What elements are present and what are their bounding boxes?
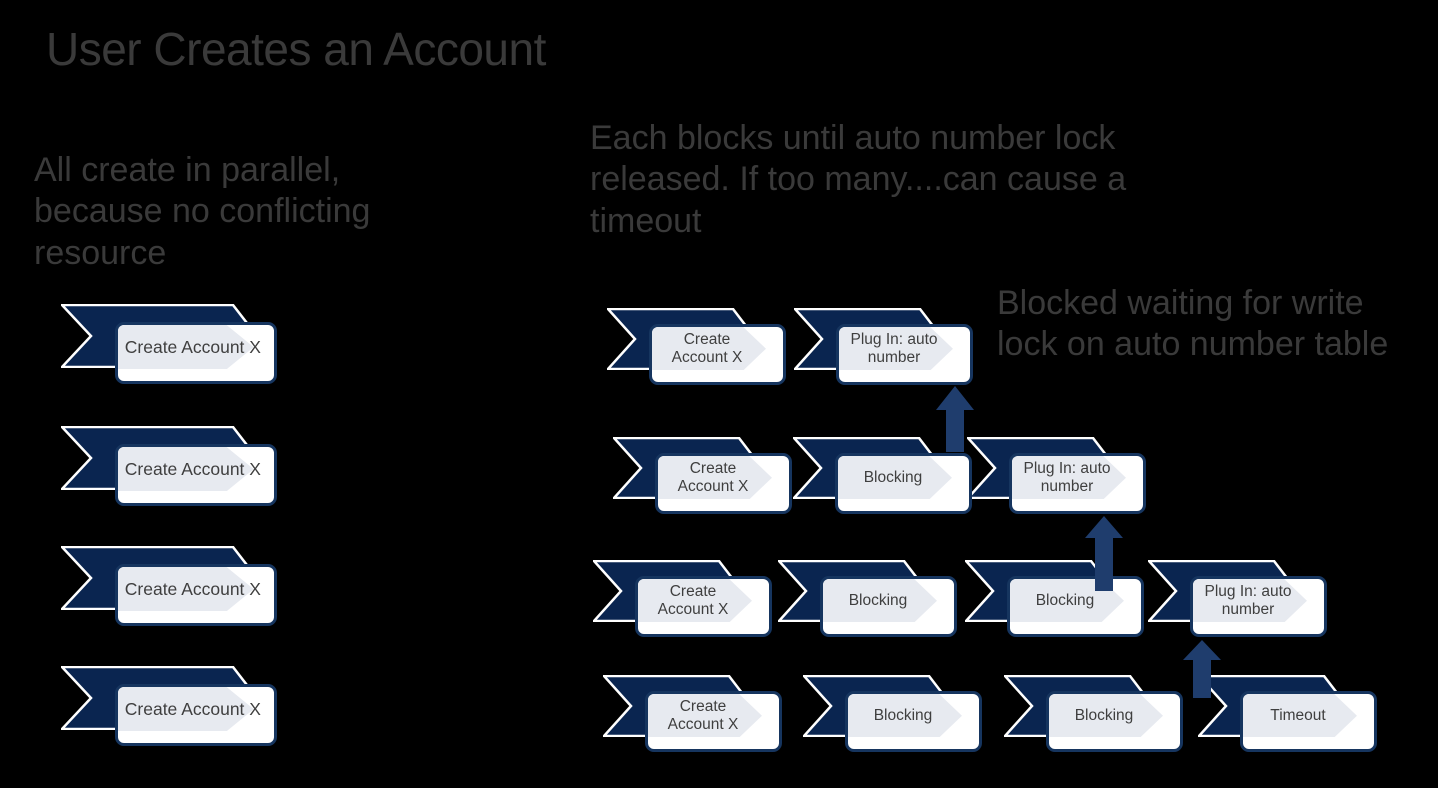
- process-label: Create Account X: [124, 458, 261, 479]
- process-card: Create Account X: [115, 444, 277, 506]
- note-blocked-waiting: Blocked waiting for write lock on auto n…: [997, 284, 1389, 364]
- right-arrow-icon: [1243, 694, 1357, 738]
- process-card: Plug In: auto number: [836, 324, 973, 385]
- right-arrow-icon: [848, 694, 962, 738]
- process-card: Create Account X: [115, 684, 277, 746]
- process-label: Blocking: [1074, 707, 1134, 725]
- chevron-unit-row3-blocking-1: Blocking: [778, 560, 963, 640]
- chevron-unit-create-2: Create Account X: [61, 426, 341, 511]
- process-card: Create Account X: [655, 453, 792, 514]
- chevron-unit-row3-plugin: Plug In: auto number: [1148, 560, 1333, 640]
- process-card: Create Account X: [635, 576, 772, 637]
- process-card: Create Account X: [649, 324, 786, 385]
- process-card: Create Account X: [645, 691, 782, 752]
- up-arrow-icon: [1183, 640, 1221, 698]
- process-label: Plug In: auto number: [850, 331, 938, 366]
- note-parallel-create: All create in parallel, because no confl…: [34, 151, 371, 272]
- up-arrow-icon: [1085, 516, 1123, 591]
- process-card: Blocking: [1007, 576, 1144, 637]
- chevron-unit-create-4: Create Account X: [61, 666, 341, 751]
- right-arrow-icon: [118, 687, 254, 732]
- chevron-unit-create-3: Create Account X: [61, 546, 341, 631]
- process-label: Create Account X: [124, 698, 261, 719]
- process-label: Create Account X: [124, 578, 261, 599]
- chevron-unit-create-1: Create Account X: [61, 304, 341, 389]
- right-arrow-icon: [118, 567, 254, 612]
- process-card: Plug In: auto number: [1009, 453, 1146, 514]
- chevron-unit-row1-plugin: Plug In: auto number: [794, 308, 979, 388]
- process-label: Blocking: [848, 592, 908, 610]
- chevron-unit-row4-timeout: Timeout: [1198, 675, 1383, 755]
- process-card: Blocking: [820, 576, 957, 637]
- process-label: Timeout: [1270, 707, 1326, 725]
- up-arrow-icon: [936, 386, 974, 452]
- chevron-unit-row2-blocking: Blocking: [793, 437, 978, 517]
- slide-title: User Creates an Account: [46, 23, 546, 75]
- right-arrow-icon: [638, 579, 752, 623]
- chevron-unit-row3-create: Create Account X: [593, 560, 778, 640]
- process-label: Blocking: [863, 469, 923, 487]
- process-label: Plug In: auto number: [1023, 460, 1111, 495]
- right-arrow-icon: [1012, 456, 1126, 500]
- process-card: Blocking: [1046, 691, 1183, 752]
- process-card: Timeout: [1240, 691, 1377, 752]
- right-arrow-icon: [839, 327, 953, 371]
- chevron-unit-row3-blocking-2: Blocking: [965, 560, 1150, 640]
- process-label: Blocking: [1035, 592, 1095, 610]
- process-label: Create Account X: [124, 336, 261, 357]
- process-label: Create Account X: [667, 698, 739, 733]
- right-arrow-icon: [648, 694, 762, 738]
- right-arrow-icon: [652, 327, 766, 371]
- right-arrow-icon: [118, 447, 254, 492]
- chevron-unit-row4-blocking-1: Blocking: [803, 675, 988, 755]
- chevron-unit-row2-plugin: Plug In: auto number: [967, 437, 1152, 517]
- right-arrow-icon: [658, 456, 772, 500]
- right-arrow-icon: [118, 325, 254, 370]
- note-blocks-until-lock: Each blocks until auto number lock relea…: [590, 119, 1127, 240]
- process-card: Create Account X: [115, 322, 277, 384]
- right-arrow-icon: [823, 579, 937, 623]
- process-card: Blocking: [835, 453, 972, 514]
- process-label: Create Account X: [671, 331, 743, 366]
- process-label: Plug In: auto number: [1204, 583, 1292, 618]
- chevron-unit-row2-create: Create Account X: [613, 437, 798, 517]
- right-arrow-icon: [1193, 579, 1307, 623]
- chevron-unit-row4-blocking-2: Blocking: [1004, 675, 1189, 755]
- process-card: Create Account X: [115, 564, 277, 626]
- process-card: Plug In: auto number: [1190, 576, 1327, 637]
- process-card: Blocking: [845, 691, 982, 752]
- right-arrow-icon: [838, 456, 952, 500]
- right-arrow-icon: [1049, 694, 1163, 738]
- process-label: Create Account X: [677, 460, 749, 495]
- process-label: Create Account X: [657, 583, 729, 618]
- chevron-unit-row4-create: Create Account X: [603, 675, 788, 755]
- chevron-unit-row1-create: Create Account X: [607, 308, 792, 388]
- process-label: Blocking: [873, 707, 933, 725]
